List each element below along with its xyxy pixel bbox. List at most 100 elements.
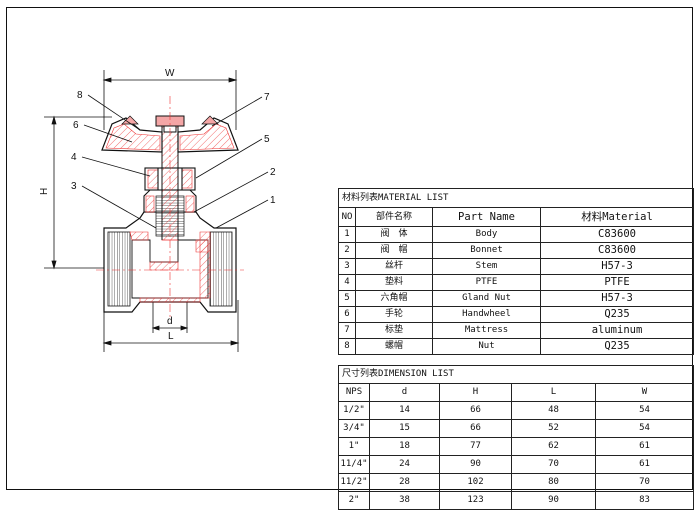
material-cell-no: 5 [338,290,356,307]
material-cell-cn: 标垫 [355,322,433,339]
centerlines [96,96,244,318]
material-cell-cn: 阀 体 [355,226,433,243]
material-cell-no: 8 [338,338,356,355]
dimension-d [151,300,189,333]
material-cell-en: Bonnet [432,242,541,259]
header-h: H [439,383,512,402]
dimension-cell-w: 54 [595,401,694,420]
dimension-cell-w: 61 [595,455,694,474]
material-cell-no: 2 [338,242,356,259]
material-cell-no: 7 [338,322,356,339]
callout-3: 3 [71,181,77,192]
drawing-sheet: W H L d [6,7,695,510]
callout-2: 2 [270,167,276,178]
header-no: NO [338,207,356,227]
dimension-l-label: L [168,331,174,342]
dimension-cell-h: 102 [439,473,512,492]
material-cell-mat: Q235 [539,338,695,355]
material-cell-en: Handwheel [432,306,541,323]
part-callouts: 8 6 4 3 7 5 2 1 [71,90,276,206]
dimension-d-label: d [167,316,173,327]
material-cell-en: Gland Nut [432,290,541,307]
dimension-cell-d: 38 [369,491,440,510]
dimension-cell-d: 24 [369,455,440,474]
dimension-h-label: H [39,188,50,195]
header-material: 材料Material [539,207,695,227]
dimension-cell-h: 66 [439,419,512,438]
material-cell-cn: 六角帽 [355,290,433,307]
dimension-cell-d: 28 [369,473,440,492]
header-w: W [595,383,694,402]
dimension-cell-nps: 11/4" [338,455,370,474]
dimension-cell-nps: 3/4" [338,419,370,438]
dimension-cell-d: 14 [369,401,440,420]
material-cell-cn: 阀 帽 [355,242,433,259]
dimension-cell-l: 80 [511,473,596,492]
leader-lines [81,94,269,229]
material-cell-mat: aluminum [539,322,695,339]
handwheel [101,115,239,153]
dimension-cell-l: 52 [511,419,596,438]
material-cell-mat: H57-3 [539,290,695,307]
callout-7: 7 [264,92,270,103]
dimension-cell-d: 18 [369,437,440,456]
material-cell-no: 3 [338,258,356,275]
dimension-cell-h: 90 [439,455,512,474]
material-cell-mat: C83600 [539,242,695,259]
dimension-cell-l: 62 [511,437,596,456]
dimension-cell-l: 70 [511,455,596,474]
callout-4: 4 [71,152,77,163]
dimension-cell-nps: 1/2" [338,401,370,420]
dimension-cell-h: 77 [439,437,512,456]
material-cell-en: Mattress [432,322,541,339]
header-part-name: Part Name [432,207,541,227]
dimension-cell-w: 54 [595,419,694,438]
material-cell-en: PTFE [432,274,541,291]
material-cell-cn: 丝杆 [355,258,433,275]
dimension-cell-h: 66 [439,401,512,420]
dimension-l [102,300,240,352]
dimension-cell-d: 15 [369,419,440,438]
material-cell-mat: H57-3 [539,258,695,275]
dimension-cell-nps: 11/2" [338,473,370,492]
dimension-cell-nps: 2" [338,491,370,510]
material-cell-cn: 垫料 [355,274,433,291]
dimension-w-label: W [165,68,175,79]
material-cell-cn: 螺帽 [355,338,433,355]
dimension-cell-w: 83 [595,491,694,510]
dimension-cell-nps: 1" [338,437,370,456]
material-cell-no: 4 [338,274,356,291]
dimension-list-title: 尺寸列表DIMENSION LIST [338,365,694,384]
dimension-cell-l: 90 [511,491,596,510]
material-cell-en: Nut [432,338,541,355]
header-l: L [511,383,596,402]
callout-8: 8 [77,90,83,101]
material-cell-no: 6 [338,306,356,323]
callout-5: 5 [264,134,270,145]
material-cell-mat: C83600 [539,226,695,243]
callout-6: 6 [73,120,79,131]
material-cell-en: Stem [432,258,541,275]
valve-section-drawing: W H L d [39,68,276,352]
dimension-h [44,115,112,270]
header-cn-name: 部件名称 [355,207,433,227]
material-cell-cn: 手轮 [355,306,433,323]
header-nps: NPS [338,383,370,402]
dimension-w [102,70,238,130]
dimension-cell-h: 123 [439,491,512,510]
material-list-title: 材料列表MATERIAL LIST [337,188,695,208]
header-d: d [369,383,440,402]
material-cell-mat: Q235 [539,306,695,323]
material-cell-en: Body [432,226,541,243]
